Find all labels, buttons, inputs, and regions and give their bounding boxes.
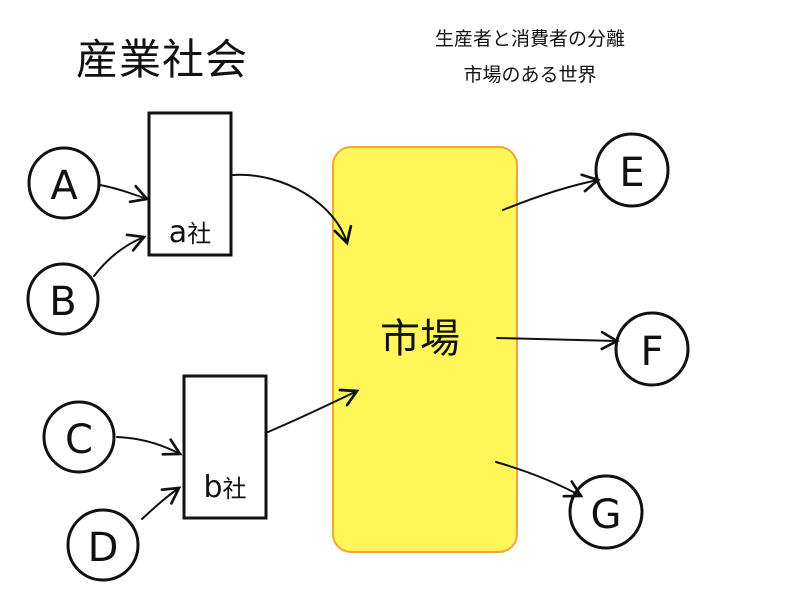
consumer-circle-a — [27, 146, 101, 220]
consumer-node-g: G — [568, 474, 644, 550]
consumer-label-b: B — [49, 279, 76, 325]
arrow-market-to-e — [502, 173, 601, 211]
market-node: 市場 — [332, 146, 518, 553]
company-a-box — [147, 111, 233, 257]
market-box — [332, 146, 518, 553]
consumer-circle-b — [26, 262, 100, 336]
arrow-a-to-company-a — [99, 184, 150, 204]
page-title: 産業社会 — [76, 35, 249, 84]
market-label: 市場 — [380, 316, 460, 362]
company-b-node: b社 — [182, 374, 268, 520]
arrow-company-b-to-market — [267, 388, 360, 433]
consumer-label-a: A — [50, 163, 78, 209]
consumer-node-d: D — [66, 508, 140, 582]
consumer-node-e: E — [594, 132, 670, 208]
consumer-node-c: C — [42, 400, 116, 474]
company-a-node: a社 — [147, 111, 233, 257]
consumer-label-e: E — [619, 150, 644, 196]
subtitle-line-2: 市場のある世界 — [463, 64, 597, 86]
subtitle-line-1: 生産者と消費者の分離 — [434, 28, 625, 50]
company-a-suffix: 社 — [187, 220, 211, 248]
company-b-suffix: 社 — [223, 475, 247, 503]
consumer-node-f: F — [614, 311, 690, 387]
consumer-node-a: A — [27, 146, 101, 220]
arrow-market-to-f — [496, 330, 620, 351]
consumer-node-b: B — [26, 262, 100, 336]
company-b-box — [182, 374, 268, 520]
company-a-letter: a — [169, 215, 187, 250]
svg-text:b社: b社 — [203, 470, 246, 505]
consumer-label-d: D — [88, 525, 119, 571]
consumer-label-c: C — [65, 417, 93, 463]
consumer-label-g: G — [591, 492, 622, 538]
arrow-market-to-g — [495, 461, 584, 498]
consumer-circle-d — [66, 508, 140, 582]
arrow-company-a-to-market — [232, 173, 353, 246]
consumer-label-f: F — [640, 329, 663, 375]
consumer-circle-e — [594, 132, 670, 208]
arrow-b-to-company-a — [93, 233, 147, 277]
company-b-letter: b — [203, 470, 222, 505]
svg-text:a社: a社 — [169, 215, 211, 250]
arrow-c-to-company-b — [116, 436, 183, 456]
consumer-circle-g — [568, 474, 644, 550]
arrow-d-to-company-b — [141, 486, 182, 520]
consumer-circle-c — [42, 400, 116, 474]
